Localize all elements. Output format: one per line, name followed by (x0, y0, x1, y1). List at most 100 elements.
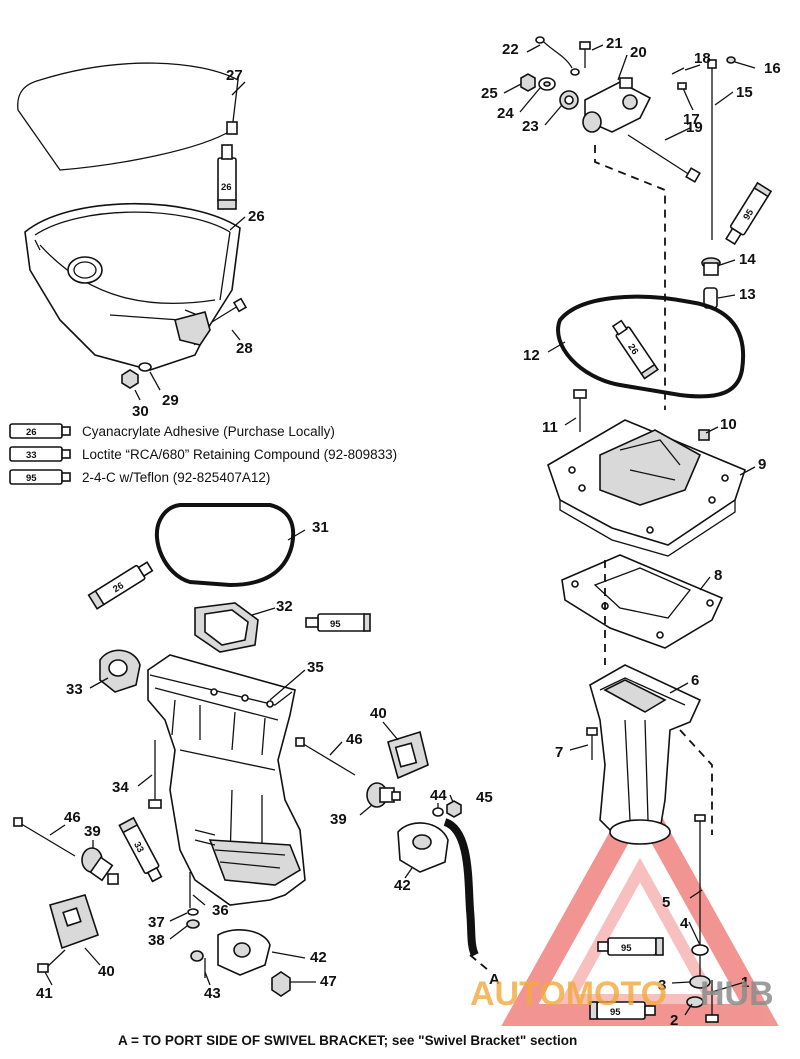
label-25: 25 (481, 85, 498, 102)
label-46-left: 46 (64, 809, 81, 826)
legend-code-26: 26 (26, 427, 37, 438)
label-35: 35 (307, 659, 324, 676)
nut-16 (726, 56, 736, 64)
washer-24 (538, 77, 556, 91)
ground-wire-22 (535, 36, 580, 76)
label-42-lower: 42 (310, 949, 327, 966)
label-19: 19 (686, 119, 703, 136)
seal-31 (154, 503, 296, 588)
bottom-cowl-26 (24, 202, 241, 371)
bracket-20 (582, 77, 652, 133)
tube-label: 26 (625, 342, 640, 357)
label-17: 17 (683, 111, 700, 128)
label-5: 5 (662, 894, 670, 911)
screw-17 (677, 82, 691, 105)
label-11: 11 (542, 419, 558, 436)
legend-text-33: Loctite “RCA/680” Retaining Compound (92… (82, 447, 397, 462)
label-18: 18 (694, 50, 711, 67)
port-marker-a: A (489, 971, 500, 988)
label-32: 32 (276, 598, 293, 615)
bolt-41 (37, 949, 66, 973)
nut-38 (186, 919, 200, 929)
label-38: 38 (148, 932, 165, 949)
grease-tube-95-center: 95 (305, 613, 371, 632)
label-37: 37 (148, 914, 165, 931)
label-21: 21 (606, 35, 623, 52)
screw-28 (211, 297, 248, 323)
adhesive-tube-26-left: 26 (87, 561, 154, 610)
bolt-46-right (295, 737, 356, 776)
seal-27 (17, 62, 239, 171)
legend: 26 Cyanacrylate Adhesive (Purchase Local… (9, 423, 397, 485)
clamp-42-center (397, 822, 449, 873)
exhaust-tube-6 (589, 664, 702, 845)
footer-note: A = TO PORT SIDE OF SWIVEL BRACKET; see … (118, 1033, 577, 1048)
water-hose (443, 818, 479, 957)
nut-30 (121, 369, 139, 389)
washer-4 (691, 944, 709, 956)
mount-40-right (387, 730, 429, 780)
label-22: 22 (502, 41, 519, 58)
screw-11 (573, 389, 587, 432)
alignment-lines (469, 145, 713, 971)
adhesive-tube-26-right: 26 (611, 319, 659, 380)
label-2: 2 (670, 1012, 678, 1029)
label-40-left: 40 (98, 963, 115, 980)
nut-45 (446, 800, 462, 818)
leader-lines (44, 44, 756, 1016)
label-16: 16 (764, 60, 781, 77)
label-30: 30 (132, 403, 149, 420)
label-33: 33 (66, 681, 83, 698)
loctite-tube-33: 33 (118, 816, 163, 883)
screw-43 (190, 950, 206, 978)
bushing-23 (559, 90, 579, 110)
label-10: 10 (720, 416, 737, 433)
grommet-33 (99, 649, 141, 693)
screw-21 (579, 41, 591, 68)
label-40-right: 40 (370, 705, 387, 722)
label-39-left: 39 (84, 823, 101, 840)
label-46-right: 46 (346, 731, 363, 748)
legend-text-26: Cyanacrylate Adhesive (Purchase Locally) (82, 424, 335, 439)
label-29: 29 (162, 392, 179, 409)
label-13: 13 (739, 286, 756, 303)
watermark-automoto: AUTOMOTO (470, 975, 667, 1013)
label-27: 27 (226, 67, 243, 84)
washer-29 (138, 362, 152, 372)
label-12: 12 (523, 347, 540, 364)
gasket-8 (561, 554, 724, 649)
tube-label: 33 (131, 840, 146, 855)
label-34: 34 (112, 779, 129, 796)
label-8: 8 (714, 567, 722, 584)
tube-label: 95 (621, 943, 632, 954)
label-44: 44 (430, 787, 447, 804)
label-1: 1 (741, 974, 749, 991)
label-42-center: 42 (394, 877, 411, 894)
legend-row-95: 95 2-4-C w/Teflon (92-825407A12) (9, 469, 270, 485)
clamp-42-lower (217, 929, 271, 976)
watermark-text: AUTOMOTO HUB (470, 975, 774, 1013)
label-6: 6 (691, 672, 699, 689)
label-26: 26 (248, 208, 265, 225)
label-36: 36 (212, 902, 229, 919)
adapter-plate-9 (547, 419, 746, 557)
pin-18 (671, 67, 685, 75)
seal-32 (194, 602, 259, 653)
plug-10 (698, 429, 710, 441)
tube-label: 95 (610, 1007, 621, 1018)
label-7: 7 (555, 744, 563, 761)
mount-39-right (366, 782, 401, 808)
legend-row-33: 33 Loctite “RCA/680” Retaining Compound … (9, 446, 397, 462)
tube-label: 26 (221, 182, 232, 193)
bolt-46-left (13, 817, 76, 857)
mount-39-left (81, 847, 119, 885)
adhesive-tube-26-top: 26 (217, 144, 237, 210)
label-43: 43 (204, 985, 221, 1002)
label-20: 20 (630, 44, 647, 61)
label-41: 41 (36, 985, 53, 1002)
screw-1 (705, 980, 719, 1023)
grommet-14 (701, 257, 721, 276)
legend-row-26: 26 Cyanacrylate Adhesive (Purchase Local… (9, 423, 335, 439)
washer-37 (187, 908, 199, 916)
